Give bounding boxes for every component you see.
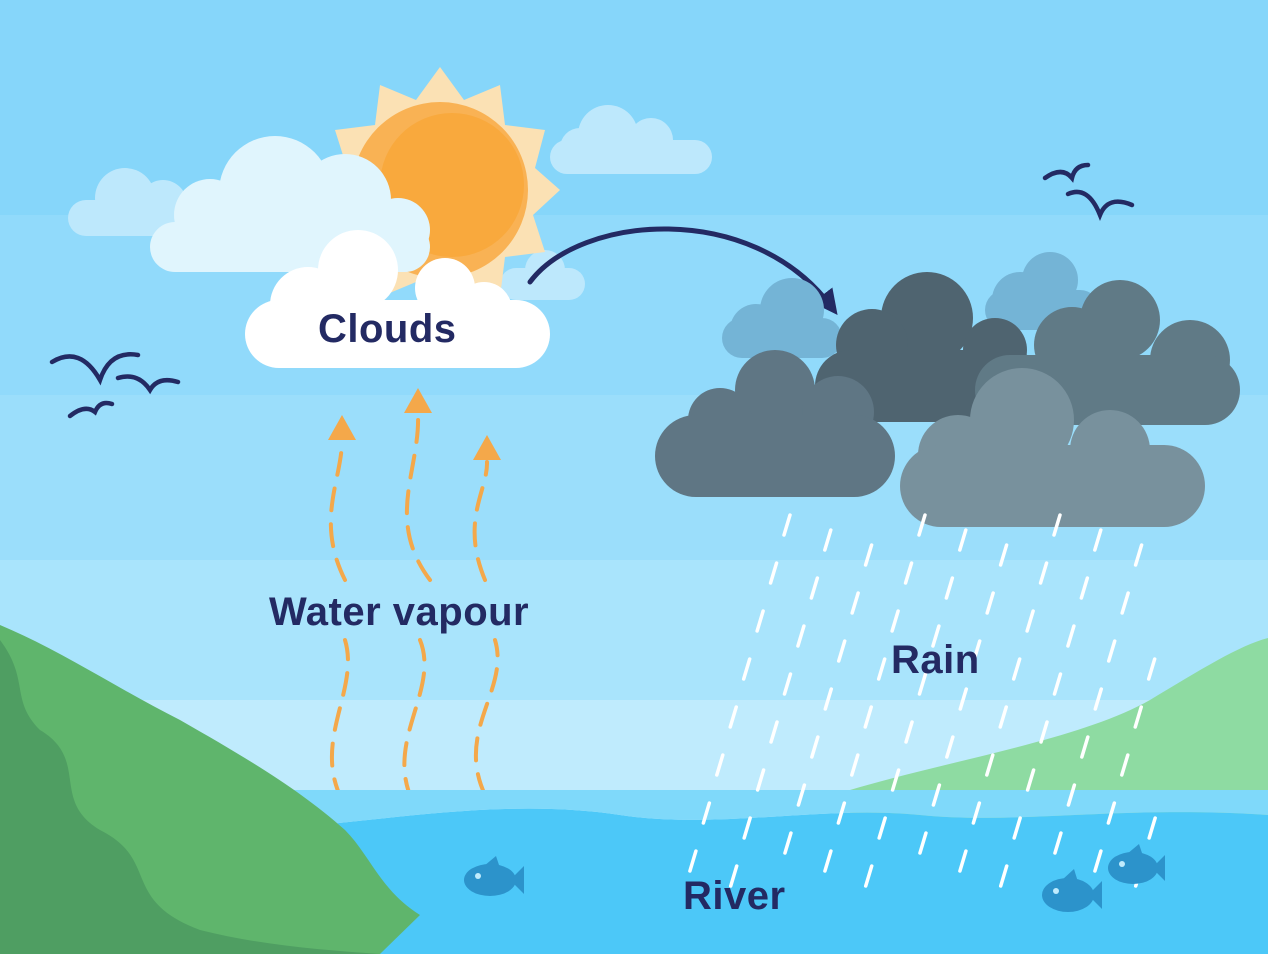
raindrop-icon — [958, 528, 968, 552]
raindrop-icon — [1038, 561, 1049, 585]
raindrop-icon — [755, 609, 765, 633]
raindrop-icon — [931, 624, 941, 648]
raindrop-icon — [985, 753, 995, 777]
raindrop-icon — [850, 753, 860, 777]
raindrop-icon — [1066, 624, 1076, 648]
bird-flock-left-icon — [49, 352, 181, 419]
fish-icon — [1108, 844, 1165, 884]
raindrop-icon — [971, 639, 982, 663]
raindrop-icon — [917, 513, 927, 537]
raindrop-icon — [876, 657, 887, 681]
raindrop-icon — [1120, 591, 1130, 615]
raindrop-icon — [1147, 816, 1157, 840]
raindrop-icon — [701, 801, 712, 825]
raindrop-icon — [1106, 801, 1117, 825]
raindrop-icon — [944, 576, 955, 600]
raindrop-icon — [1146, 657, 1157, 681]
raindrop-icon — [823, 687, 834, 711]
white-cloud-icon — [245, 230, 550, 368]
raindrop-icon — [796, 624, 806, 648]
raindrop-icon — [931, 783, 942, 807]
right-hill — [850, 638, 1268, 840]
raindrop-icon — [1012, 816, 1022, 840]
raindrop-icon — [728, 864, 739, 888]
raindrop-icon — [890, 768, 901, 792]
clouds-label: Clouds — [318, 307, 457, 351]
vapour-arrowhead-icon — [328, 415, 356, 440]
rain-label: Rain — [891, 638, 980, 682]
raindrop-icon — [836, 801, 847, 825]
raindrop-icon — [742, 816, 752, 840]
raindrop-icon — [958, 849, 968, 873]
vapour-arrowhead-icon — [473, 435, 501, 460]
raindrop-icon — [1093, 687, 1104, 711]
raindrop-icon — [768, 561, 779, 585]
raindrop-icon — [958, 687, 969, 711]
storm-cloud-left-icon — [655, 350, 895, 497]
raindrop-icon — [741, 657, 752, 681]
raindrop-icon — [1025, 768, 1036, 792]
fish-icon — [464, 856, 524, 896]
raindrop-icon — [810, 735, 820, 759]
raindrop-icon — [769, 720, 779, 744]
raindrop-icon — [1133, 705, 1143, 729]
curved-arrow-icon — [527, 226, 838, 315]
raindrop-icon — [971, 801, 982, 825]
storm-cloud-front-icon — [900, 368, 1205, 527]
water-vapour-arrows — [328, 388, 501, 802]
raindrop-icon — [998, 543, 1009, 567]
raindrop-icon — [1052, 513, 1062, 537]
vapour-arrowhead-icon — [404, 388, 432, 413]
raindrop-icon — [998, 864, 1009, 888]
storm-cloud-back-icon — [722, 252, 1100, 358]
raindrop-icon — [1080, 735, 1090, 759]
raindrop-icon — [809, 576, 820, 600]
raindrop-icon — [1093, 528, 1103, 552]
raindrop-icon — [688, 849, 698, 873]
raindrop-icon — [1079, 576, 1090, 600]
raindrop-icon — [783, 831, 793, 855]
raindrop-icon — [715, 753, 725, 777]
raindrop-icon — [877, 816, 887, 840]
left-hill — [0, 625, 420, 954]
raindrop-icon — [1039, 720, 1049, 744]
raindrop-icon — [1093, 849, 1103, 873]
raindrop-icon — [985, 591, 995, 615]
raindrop-icon — [850, 591, 860, 615]
raindrop-icon — [1025, 609, 1035, 633]
raindrop-icon — [863, 705, 873, 729]
pale-cloud-right-icon — [550, 105, 712, 174]
raindrop-icon — [890, 609, 900, 633]
river-label: River — [683, 874, 786, 918]
raindrop-icon — [755, 768, 766, 792]
raindrop-icon — [1066, 783, 1077, 807]
raindrop-icon — [998, 705, 1008, 729]
raindrop-icon — [903, 561, 914, 585]
raindrop-icon — [728, 705, 738, 729]
raindrop-icon — [1120, 753, 1130, 777]
raindrop-icon — [796, 783, 807, 807]
raindrop-icon — [823, 849, 833, 873]
raindrop-icon — [1106, 639, 1117, 663]
raindrop-icon — [863, 543, 874, 567]
raindrop-icon — [782, 513, 792, 537]
water-vapour-label: Water vapour — [269, 590, 530, 634]
raindrop-icon — [918, 831, 928, 855]
rain — [688, 513, 1157, 888]
raindrop-icon — [917, 672, 928, 696]
raindrop-icon — [863, 864, 874, 888]
raindrop-icon — [782, 672, 793, 696]
raindrop-icon — [1133, 543, 1144, 567]
raindrop-icon — [1052, 672, 1063, 696]
raindrop-icon — [1053, 831, 1063, 855]
raindrop-icon — [904, 720, 914, 744]
bird-flock-right-icon — [1042, 162, 1135, 222]
fish-icon — [1042, 869, 1102, 912]
raindrop-icon — [823, 528, 833, 552]
raindrop-icon — [945, 735, 955, 759]
raindrop-icon — [1011, 657, 1022, 681]
raindrop-icon — [836, 639, 847, 663]
